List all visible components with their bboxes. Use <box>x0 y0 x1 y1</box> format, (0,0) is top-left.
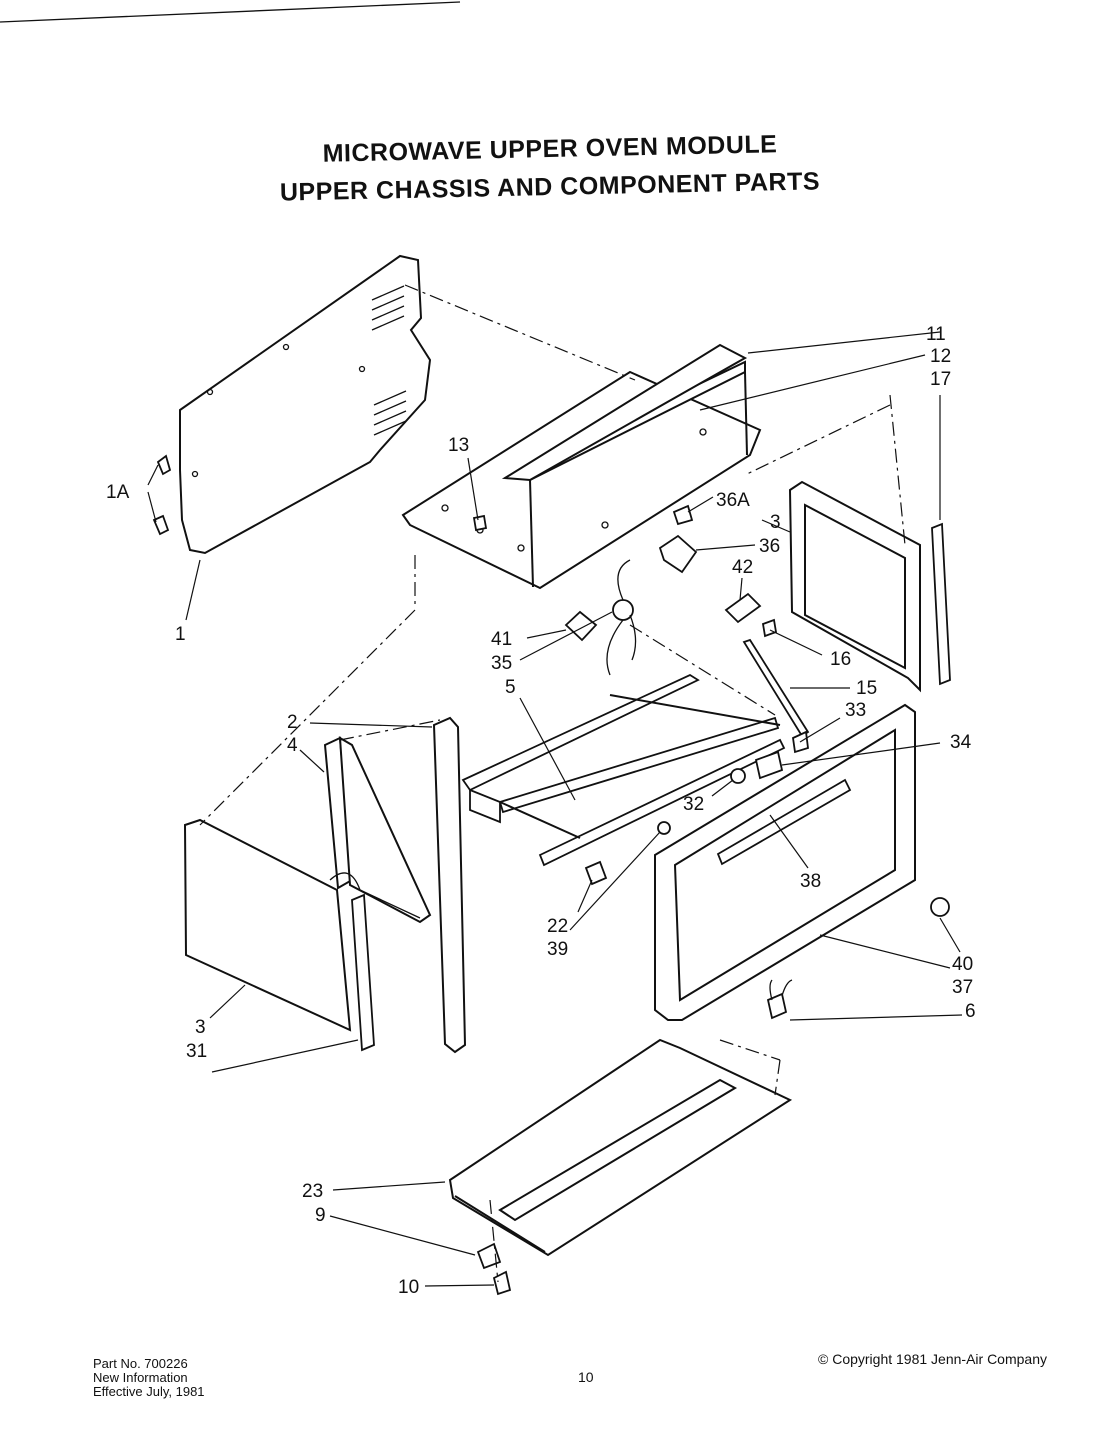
part-5-frame <box>461 673 786 867</box>
part-1a-screws <box>152 454 172 536</box>
part-13-screw <box>472 514 488 532</box>
part-34-switch <box>754 750 784 780</box>
part-12-top-chassis <box>401 343 762 590</box>
callout-10: 10 <box>398 1277 419 1298</box>
callout-38: 38 <box>800 871 821 892</box>
callout-9: 9 <box>315 1205 326 1226</box>
footer-part-info: Part No. 700226 New Information Effectiv… <box>93 1357 205 1399</box>
callout-4: 4 <box>287 735 298 756</box>
callout-42: 42 <box>732 557 753 578</box>
callout-32: 32 <box>683 794 704 815</box>
callout-12: 12 <box>930 346 951 367</box>
part-41-clip <box>564 610 598 642</box>
callout-37: 37 <box>952 977 973 998</box>
callout-40: 40 <box>952 954 973 975</box>
callout-16: 16 <box>830 649 851 670</box>
callout-35: 35 <box>491 653 512 674</box>
part-36-bracket <box>658 534 698 574</box>
callout-1: 1 <box>175 624 186 645</box>
new-information: New Information <box>93 1370 188 1385</box>
part-6-switch <box>766 979 793 1020</box>
callout-11: 11 <box>926 324 946 345</box>
part-42-cylinder <box>724 592 762 624</box>
part-32-grommet <box>730 768 746 784</box>
part-37-front-frame <box>654 703 916 1021</box>
callout-33: 33 <box>845 700 866 721</box>
part-9-clip <box>476 1242 502 1270</box>
part-number: Part No. 700226 <box>93 1356 188 1371</box>
part-39-washer <box>657 821 671 835</box>
part-40-knob <box>930 897 950 917</box>
callout-5: 5 <box>505 677 516 698</box>
callout-41: 41 <box>491 629 512 650</box>
assembly-line <box>744 404 891 476</box>
page-number: 10 <box>578 1369 594 1385</box>
assembly-line <box>489 1199 499 1283</box>
part-3-right-side-frame <box>788 480 921 693</box>
assembly-line <box>404 284 636 381</box>
callout-3-right: 3 <box>770 512 781 533</box>
callout-34: 34 <box>950 732 972 753</box>
callout-15: 15 <box>856 678 877 699</box>
copyright: © Copyright 1981 Jenn-Air Company <box>818 1351 1047 1367</box>
assembly-line <box>629 624 776 716</box>
assembly-line <box>339 719 441 741</box>
assembly-line <box>719 1039 781 1061</box>
callout-31: 31 <box>186 1041 207 1062</box>
part-38-handle <box>716 778 852 866</box>
callout-23: 23 <box>302 1181 323 1202</box>
part-1-back-panel <box>179 254 432 555</box>
scan-edge-line <box>0 1 461 23</box>
callout-22: 22 <box>547 916 568 937</box>
part-4-bracket <box>323 736 432 924</box>
part-23-bottom-plate <box>448 1038 793 1257</box>
part-36a-screw <box>672 504 694 526</box>
part-17-strip <box>931 522 951 686</box>
callout-6: 6 <box>965 1001 976 1022</box>
callout-13: 13 <box>448 435 469 456</box>
assembly-line <box>774 1059 781 1096</box>
part-35-switch-harness <box>606 559 637 676</box>
effective-date: Effective July, 1981 <box>93 1384 205 1399</box>
callout-3-left: 3 <box>195 1017 206 1038</box>
callout-39: 39 <box>547 939 568 960</box>
part-22-bracket <box>584 860 608 886</box>
leader-lines <box>147 331 963 1287</box>
assembly-line <box>889 394 906 546</box>
callout-labels: 1A 1 13 11 12 17 36A 36 3 42 41 35 16 5 … <box>106 324 976 1298</box>
assembly-line <box>199 609 416 826</box>
callout-36a: 36A <box>716 490 750 511</box>
callout-1a: 1A <box>106 482 130 503</box>
part-15-rod <box>742 638 810 738</box>
part-3-left-side-panel <box>183 818 352 1032</box>
callout-2: 2 <box>287 712 298 733</box>
part-16-screw <box>761 618 778 638</box>
part-2-post <box>432 716 467 1054</box>
part-10-screw <box>492 1270 512 1296</box>
callout-17: 17 <box>930 369 951 390</box>
callout-36: 36 <box>759 536 780 557</box>
part-31-strip <box>351 893 375 1052</box>
